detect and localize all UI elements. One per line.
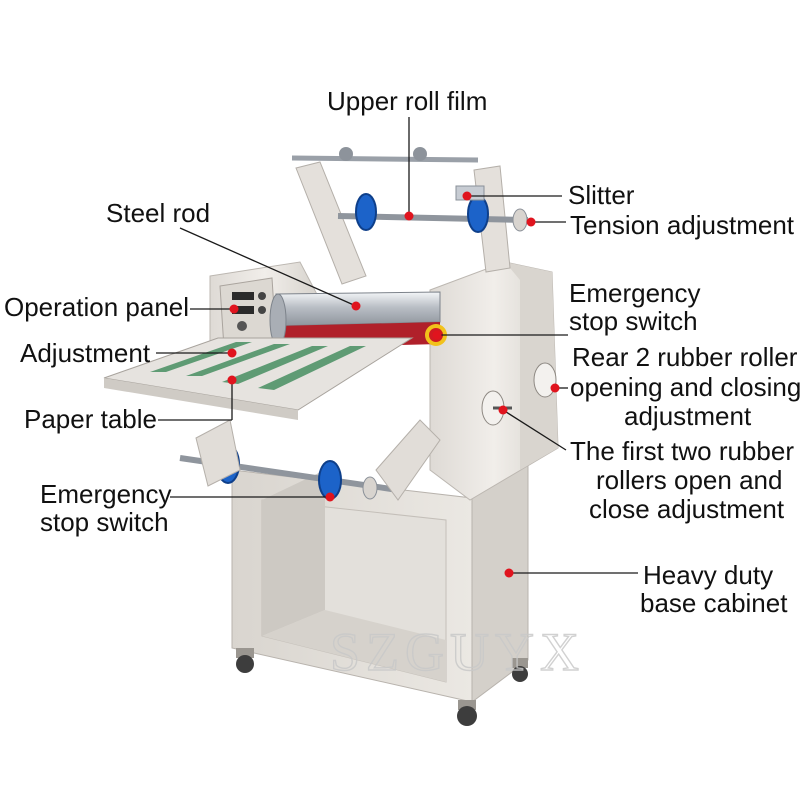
label-rear-roller-line2: opening and closing bbox=[570, 372, 800, 402]
label-first-rollers-line3: close adjustment bbox=[589, 494, 785, 524]
marker-slitter bbox=[462, 191, 472, 201]
label-slitter: Slitter bbox=[568, 180, 635, 210]
label-cabinet-line1: Heavy duty bbox=[643, 560, 773, 590]
base-cabinet bbox=[231, 446, 529, 726]
paper-table-unit bbox=[103, 337, 414, 420]
laminator-machine bbox=[103, 147, 559, 726]
label-rear-roller-line3: adjustment bbox=[624, 401, 752, 431]
label-first-rollers-line1: The first two rubber bbox=[570, 436, 794, 466]
marker-tension bbox=[526, 217, 536, 227]
marker-steel-rod bbox=[351, 301, 361, 311]
front-roller-dial bbox=[481, 390, 512, 426]
marker-operation-panel bbox=[229, 304, 239, 314]
label-tension-adjustment: Tension adjustment bbox=[570, 210, 795, 240]
marker-first-rollers bbox=[498, 405, 508, 415]
leader-first-rollers bbox=[502, 409, 567, 451]
label-paper-table: Paper table bbox=[24, 404, 157, 434]
label-emergency-stop-top-line2: stop switch bbox=[569, 306, 698, 336]
marker-emergency-top bbox=[432, 330, 442, 340]
marker-adjustment bbox=[227, 348, 237, 358]
label-steel-rod: Steel rod bbox=[106, 198, 210, 228]
marker-rear-roller bbox=[550, 383, 560, 393]
marker-upper-roll-film bbox=[404, 211, 414, 221]
lower-rewind-shaft bbox=[179, 419, 441, 501]
marker-paper-table bbox=[227, 375, 237, 385]
markers bbox=[227, 191, 560, 578]
caster-wheel bbox=[512, 658, 528, 682]
callout-labels: Upper roll film Slitter Tension adjustme… bbox=[4, 86, 800, 618]
caster-wheel bbox=[457, 700, 477, 726]
label-rear-roller-line1: Rear 2 rubber roller bbox=[572, 342, 798, 372]
leader-steel-rod bbox=[179, 227, 357, 307]
caster-wheel bbox=[236, 648, 254, 673]
label-emergency-stop-bottom-line1: Emergency bbox=[40, 479, 172, 509]
marker-emergency-bottom bbox=[325, 492, 335, 502]
label-operation-panel: Operation panel bbox=[4, 292, 189, 322]
upper-roll-shaft bbox=[337, 185, 529, 233]
label-emergency-stop-bottom-line2: stop switch bbox=[40, 507, 169, 537]
right-side-housing bbox=[429, 261, 559, 501]
rear-roller-dial bbox=[533, 362, 557, 398]
operation-panel-unit bbox=[219, 277, 277, 349]
watermark: SZGUYX bbox=[330, 622, 585, 682]
marker-cabinet bbox=[504, 568, 514, 578]
label-emergency-stop-top-line1: Emergency bbox=[569, 278, 701, 308]
label-adjustment: Adjustment bbox=[20, 338, 151, 368]
label-cabinet-line2: base cabinet bbox=[640, 588, 788, 618]
leader-lines bbox=[156, 117, 638, 574]
label-first-rollers-line2: rollers open and bbox=[596, 465, 782, 495]
label-upper-roll-film: Upper roll film bbox=[327, 86, 487, 116]
